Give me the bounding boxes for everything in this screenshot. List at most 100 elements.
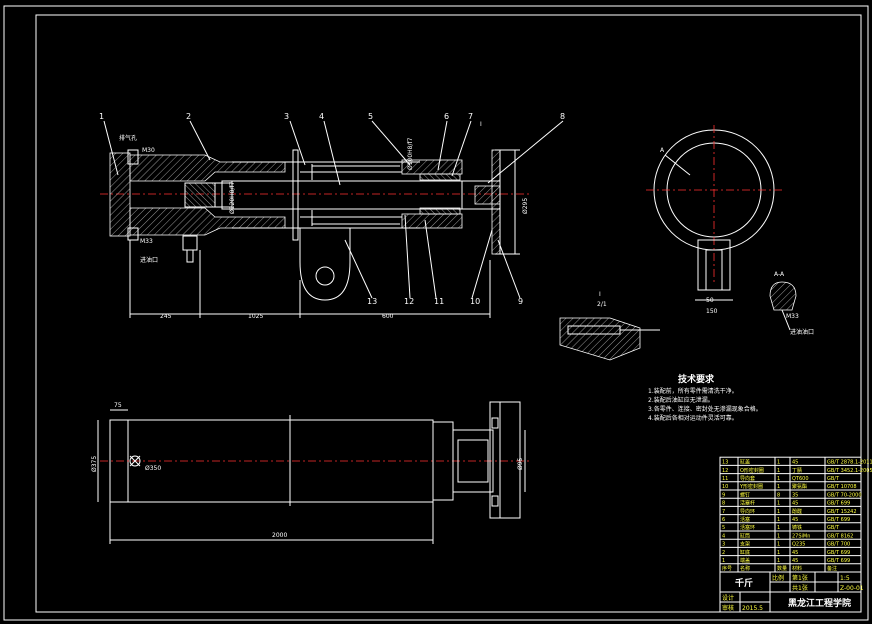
- outer-frame: [3, 5, 869, 621]
- inner-frame: [35, 14, 862, 613]
- bom-cell: 3: [722, 542, 725, 548]
- bom-cell: 活塞环: [740, 524, 755, 531]
- section-aa-label: 进油油口: [790, 328, 814, 336]
- bom-cell: 27SiMn: [792, 533, 810, 539]
- part-number-labels: 1 2 3 4 5 6 7 8 9 10 11 12 13: [99, 112, 565, 306]
- bom-cell: GB/T 699: [827, 558, 850, 564]
- tech-requirements: 技术要求 1.装配前，所有零件需清洗干净。 2.装配后油缸应无泄漏。 3.各零件…: [648, 373, 762, 422]
- bom-cell: 活塞: [740, 516, 750, 523]
- bom-cell: 螺钉: [740, 491, 750, 498]
- dim-600: 600: [382, 313, 394, 320]
- bom-cell: GB/T 699: [827, 517, 850, 523]
- section-view: [100, 120, 564, 318]
- drawing-no: Z-00-01: [840, 585, 864, 592]
- section-aa-title: A-A: [774, 271, 785, 278]
- bom-cell: GB/T: [827, 476, 840, 482]
- bom-header-cell: 备注: [827, 565, 837, 572]
- bom-cell: GB/T: [827, 525, 840, 531]
- part-label: 11: [434, 297, 444, 306]
- bom-cell: 7: [722, 509, 725, 515]
- designer-label: 设计: [722, 594, 734, 602]
- bom-cell: 支架: [740, 541, 750, 548]
- tech-title: 技术要求: [678, 373, 715, 385]
- part-label: 6: [444, 112, 449, 121]
- bom-cell: 1: [777, 517, 780, 523]
- bom-cell: 13: [722, 460, 728, 466]
- dim-75: 75: [114, 402, 122, 409]
- part-label: 7: [468, 112, 473, 121]
- bom-cell: GB/T 699: [827, 501, 850, 507]
- dim-phi95: Ø95: [517, 457, 524, 470]
- part-label: 8: [560, 112, 565, 121]
- bom-header-cell: 序号: [722, 565, 732, 572]
- bom-cell: 酚醛: [792, 508, 802, 515]
- bom-cell: 5: [722, 525, 725, 531]
- bom-cell: 45: [792, 501, 798, 507]
- bom-cell: 1: [777, 476, 780, 482]
- bom-cell: QT600: [792, 476, 809, 482]
- bom-cell: O形密封圈: [740, 467, 764, 474]
- bom-cell: GB/T 2878.1-2011: [827, 460, 872, 466]
- bom-cell: GB/T 70-2000: [827, 492, 862, 498]
- bom-cell: 11: [722, 476, 728, 482]
- bom-cell: 铸铁: [792, 524, 802, 531]
- tech-item: 2.装配后油缸应无泄漏。: [648, 396, 714, 404]
- bom-header-cell: 材料: [792, 565, 802, 572]
- detail-ref: I: [480, 121, 482, 128]
- drawing-name: 千斤: [735, 577, 753, 589]
- bom-cell: GB/T 699: [827, 550, 850, 556]
- bom-cell: 8: [777, 492, 780, 498]
- bom-cell: 2: [722, 550, 725, 556]
- fit-label-2: Ø120H8/f7: [229, 181, 236, 214]
- part-label: 2: [186, 112, 191, 121]
- bom-cell: 1: [722, 558, 725, 564]
- bom-cell: Q235: [792, 542, 805, 548]
- checker-label: 审核: [722, 604, 734, 612]
- bom-cell: 1: [777, 460, 780, 466]
- bom-cell: 35: [792, 492, 798, 498]
- bom-cell: 端盖: [740, 557, 750, 564]
- part-label: 10: [470, 297, 480, 306]
- bom-cell: 1: [777, 533, 780, 539]
- tech-item: 3.各零件、连接、密封处无渗漏现象合格。: [648, 405, 762, 413]
- bom-cell: GB/T 10708: [827, 484, 857, 490]
- bom-header-cell: 数量: [777, 565, 787, 572]
- bom-cell: 10: [722, 484, 728, 490]
- oil-inlet-label: 进油口: [140, 256, 158, 264]
- detail-view: I 2/1: [559, 291, 660, 361]
- bom-cell: 缸盖: [740, 459, 750, 466]
- dim-150: 150: [706, 308, 718, 315]
- thread-m30: M30: [142, 147, 155, 154]
- bom-cell: GB/T 15242: [827, 509, 857, 515]
- bom-cell: 丁腈: [792, 467, 802, 474]
- bom-cell: 1: [777, 558, 780, 564]
- bom-cell: 缸筒: [740, 532, 750, 539]
- section-annotations: 排气孔 M30 M33 进油口 245 1025 600 I Ø295 Ø100…: [119, 121, 529, 320]
- bottom-view: 75 Ø375 2000 Ø95 Ø350: [91, 401, 530, 544]
- scale-value: 1:5: [840, 575, 850, 582]
- bom-cell: 4: [722, 533, 725, 539]
- sheets-label: 共1张: [792, 584, 808, 592]
- dim-phi350: Ø350: [145, 465, 161, 472]
- dim-phi375: Ø375: [91, 456, 98, 472]
- bom-cell: GB/T 8162: [827, 533, 853, 539]
- school-name: 黑龙江工程学院: [788, 597, 851, 609]
- bom-cell: 1: [777, 542, 780, 548]
- bom-cell: 聚氨酯: [792, 483, 807, 490]
- section-aa-thread: M33: [786, 313, 799, 320]
- tech-item: 1.装配前，所有零件需清洗干净。: [648, 387, 738, 395]
- detail-scale: 2/1: [597, 301, 607, 308]
- fit-label: Ø100H8/f7: [407, 137, 414, 170]
- part-label: 1: [99, 112, 104, 121]
- bom-cell: 8: [722, 501, 725, 507]
- bom-cell: 45: [792, 558, 798, 564]
- thread-m33: M33: [140, 238, 153, 245]
- bom-cell: 1: [777, 525, 780, 531]
- bom-cell: 1: [777, 550, 780, 556]
- part-label: 12: [404, 297, 414, 306]
- bom-cell: 1: [777, 509, 780, 515]
- date: 2015.5: [742, 605, 763, 612]
- dim-1025: 1025: [248, 313, 263, 320]
- bom-cell: 9: [722, 492, 725, 498]
